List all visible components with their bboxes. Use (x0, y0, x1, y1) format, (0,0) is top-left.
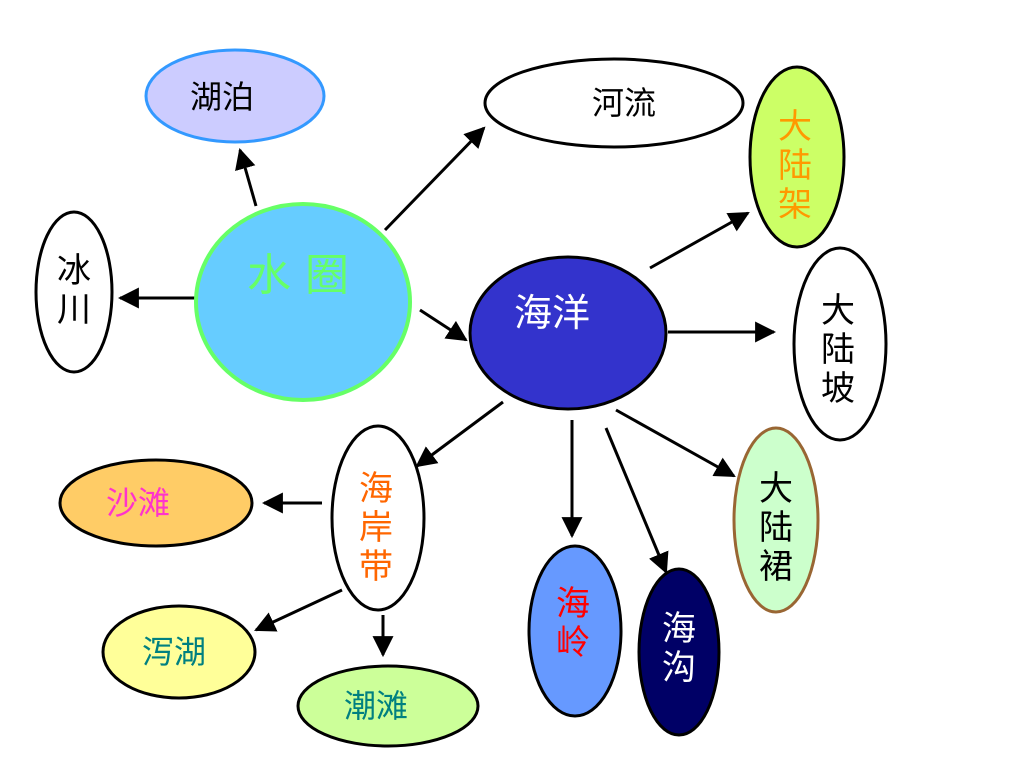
node-tidal-flat-label: 潮滩 (344, 687, 408, 725)
node-glacier: 冰川 (34, 210, 114, 374)
node-ocean: 海洋 (468, 255, 668, 411)
node-continental-rise-shape (732, 426, 820, 614)
node-coast-shape (330, 424, 426, 612)
node-continental-shelf-shape (748, 65, 846, 249)
node-continental-rise-label: 大陆裙 (759, 469, 793, 587)
node-trench-shape (637, 567, 721, 737)
node-beach-shape (58, 458, 254, 548)
node-trench: 海沟 (637, 567, 721, 737)
node-continental-shelf-label: 大陆架 (778, 107, 812, 225)
node-trench-label: 海沟 (662, 609, 696, 688)
node-ocean-shape (468, 255, 668, 411)
arrow-center-to-lake (235, 147, 258, 207)
arrow-center-to-river (383, 126, 486, 232)
node-water-sphere-shape (194, 202, 412, 402)
node-lagoon-label: 泻湖 (142, 633, 206, 671)
node-lagoon: 泻湖 (101, 604, 257, 700)
node-continental-shelf: 大陆架 (748, 65, 846, 249)
node-coast: 海岸带 (330, 424, 426, 612)
node-ridge-shape (527, 544, 623, 718)
arrow-ocean-to-rise (615, 408, 736, 478)
node-lagoon-shape (101, 604, 257, 700)
node-continental-slope-label: 大陆坡 (821, 291, 855, 409)
node-beach: 沙滩 (58, 458, 254, 548)
node-water-sphere: 水 圈 (194, 202, 412, 402)
node-river-label: 河流 (592, 84, 656, 122)
node-continental-slope: 大陆坡 (792, 246, 888, 442)
node-lake: 湖泊 (144, 48, 326, 144)
node-ocean-label: 海洋 (514, 291, 590, 335)
node-coast-label: 海岸带 (359, 469, 393, 587)
node-lake-label: 湖泊 (190, 78, 254, 116)
arrow-center-to-ocean (419, 308, 468, 342)
arrow-coast-to-lagoon (254, 588, 343, 632)
node-water-sphere-label: 水 圈 (247, 250, 349, 301)
arrow-ocean-to-trench (604, 427, 669, 574)
node-lake-shape (144, 48, 326, 144)
node-ridge-label: 海岭 (556, 584, 590, 663)
node-continental-rise: 大陆裙 (732, 426, 820, 614)
node-continental-slope-shape (792, 246, 888, 442)
arrow-ocean-to-shelf (649, 211, 750, 270)
node-river: 河流 (483, 57, 745, 149)
node-river-shape (483, 57, 745, 149)
node-glacier-shape (34, 210, 114, 374)
node-ridge: 海岭 (527, 544, 623, 718)
node-glacier-label: 冰川 (57, 251, 91, 330)
node-tidal-flat: 潮滩 (296, 664, 480, 748)
node-beach-label: 沙滩 (106, 484, 170, 522)
arrow-ocean-to-coast (415, 400, 504, 468)
node-tidal-flat-shape (296, 664, 480, 748)
